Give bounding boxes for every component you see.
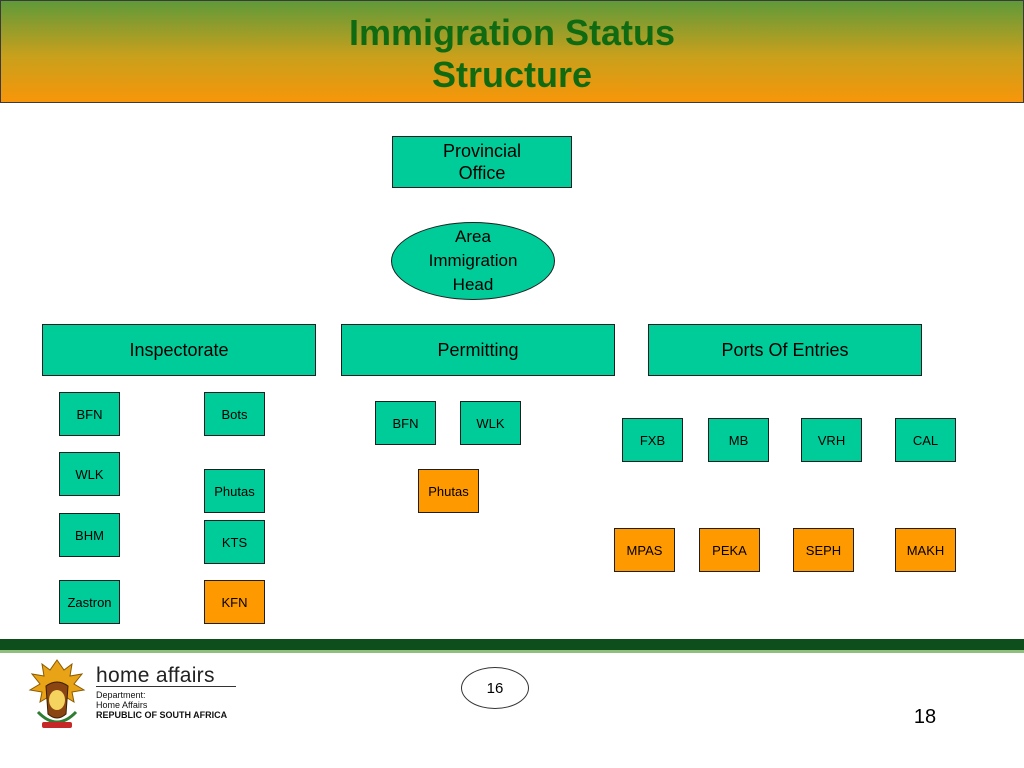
inspectorate-bots-box: Bots <box>204 392 265 436</box>
office-label: MAKH <box>906 542 945 558</box>
office-label: KTS <box>221 534 248 550</box>
ports-seph-box: SEPH <box>793 528 854 572</box>
provincial-office-line-1: Provincial <box>442 141 522 161</box>
ports-mb-box: MB <box>708 418 769 462</box>
permitting-label: Permitting <box>437 340 519 360</box>
title-banner <box>0 0 1024 103</box>
office-label: Phutas <box>428 483 469 499</box>
permitting-box: Permitting <box>341 324 615 376</box>
ports-of-entries-box: Ports Of Entries <box>648 324 922 376</box>
inspectorate-label: Inspectorate <box>129 340 229 360</box>
office-label: Phutas <box>214 483 255 499</box>
ports-makh-box: MAKH <box>895 528 956 572</box>
permitting-wlk-box: WLK <box>460 401 521 445</box>
footer-divider <box>0 639 1024 650</box>
inspectorate-box: Inspectorate <box>42 324 316 376</box>
office-label: WLK <box>476 415 505 431</box>
coat-of-arms-icon <box>24 656 90 734</box>
permitting-phutas-box: Phutas <box>418 469 479 513</box>
provincial-office-line-2: Office <box>458 163 506 183</box>
slide-title: Immigration Status Structure <box>0 12 1024 96</box>
office-label: BHM <box>75 527 104 543</box>
page-badge-number: 16 <box>486 679 504 697</box>
permitting-bfn-box: BFN <box>375 401 436 445</box>
page-badge: 16 <box>461 667 529 709</box>
area-head-line-1: Area <box>455 227 491 246</box>
office-label: SEPH <box>805 542 842 558</box>
dept-line-2: Home Affairs <box>96 700 148 710</box>
ports-mpas-box: MPAS <box>614 528 675 572</box>
ports-fxb-box: FXB <box>622 418 683 462</box>
office-label: BFN <box>76 406 103 422</box>
brand-underline <box>96 686 236 687</box>
office-label: FXB <box>639 432 666 448</box>
dept-line-3: REPUBLIC OF SOUTH AFRICA <box>96 710 228 720</box>
title-line-1: Immigration Status <box>348 12 676 53</box>
provincial-office-box: Provincial Office <box>392 136 572 188</box>
ports-of-entries-label: Ports Of Entries <box>721 340 849 360</box>
area-head-line-3: Head <box>452 275 494 294</box>
office-label: PEKA <box>712 542 747 558</box>
inspectorate-kfn-box: KFN <box>204 580 265 624</box>
inspectorate-zastron-box: Zastron <box>59 580 120 624</box>
slide-number: 18 <box>913 706 937 728</box>
brand-name: home affairs <box>96 664 215 687</box>
area-immigration-head-ellipse: Area Immigration Head <box>391 222 555 300</box>
office-label: CAL <box>912 432 939 448</box>
area-head-line-2: Immigration <box>428 251 518 270</box>
title-line-2: Structure <box>431 54 593 95</box>
footer-divider-accent <box>0 650 1024 653</box>
inspectorate-bfn-box: BFN <box>59 392 120 436</box>
ports-vrh-box: VRH <box>801 418 862 462</box>
office-label: MB <box>728 432 749 448</box>
inspectorate-phutas-box: Phutas <box>204 469 265 513</box>
office-label: Bots <box>221 406 248 422</box>
office-label: BFN <box>392 415 419 431</box>
ports-peka-box: PEKA <box>699 528 760 572</box>
office-label: MPAS <box>626 542 663 558</box>
inspectorate-kts-box: KTS <box>204 520 265 564</box>
office-label: KFN <box>221 594 248 610</box>
office-label: WLK <box>75 466 104 482</box>
office-label: VRH <box>817 432 846 448</box>
dept-line-1: Department: <box>96 690 146 700</box>
office-label: Zastron <box>67 594 112 610</box>
inspectorate-wlk-box: WLK <box>59 452 120 496</box>
inspectorate-bhm-box: BHM <box>59 513 120 557</box>
ports-cal-box: CAL <box>895 418 956 462</box>
